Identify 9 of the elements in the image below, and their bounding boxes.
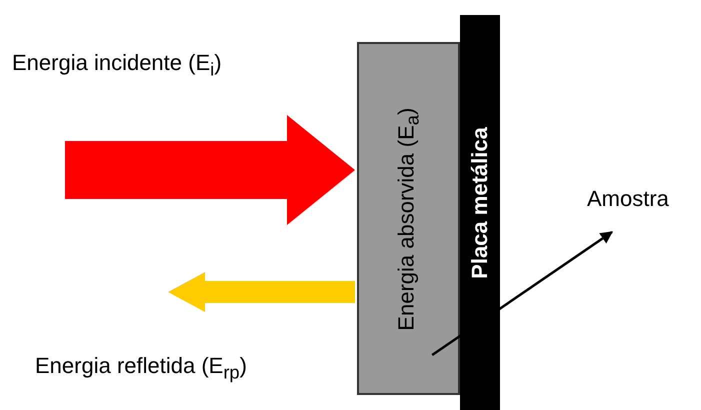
- sample-box: [357, 42, 460, 395]
- metal-plate: [460, 15, 500, 410]
- plate-label: Placa metálica: [466, 126, 493, 278]
- incident-energy-label: Energia incidente (E$_{i}$): [12, 50, 222, 80]
- sample-label: Amostra: [587, 186, 669, 212]
- reflected-energy-label: Energia refletida (E$_{rp}$): [35, 353, 247, 384]
- block-arrow: [65, 115, 355, 225]
- leader-arrow: [431, 230, 614, 356]
- block-arrow: [168, 272, 355, 312]
